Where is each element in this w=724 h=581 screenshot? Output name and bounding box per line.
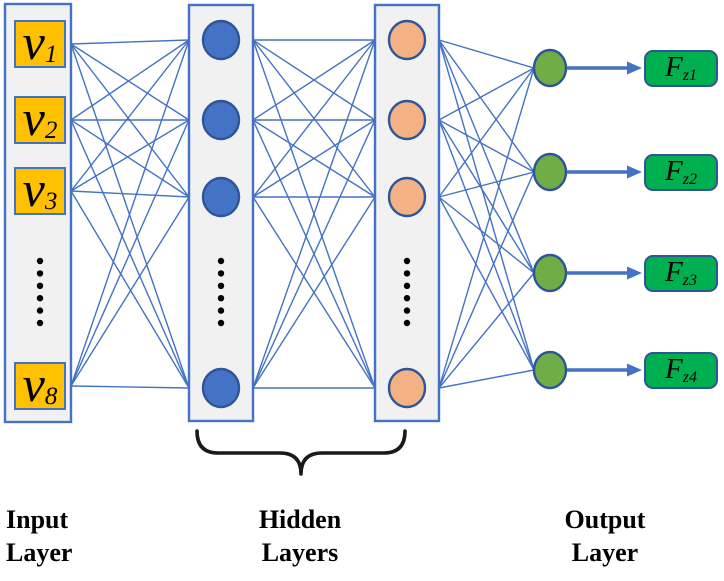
hidden2-node (387, 19, 427, 61)
output-box-subscript: z1 (682, 66, 697, 84)
output-node (532, 253, 568, 293)
input-layer-caption: Input Layer (6, 505, 73, 567)
input-node-label: v (22, 90, 45, 146)
hidden2-node (387, 99, 427, 141)
input-node-subscript: 2 (44, 116, 58, 144)
output-arrow (567, 165, 642, 179)
hidden2-node (387, 367, 427, 409)
output-box-label: F (665, 256, 683, 288)
hidden-layers-caption: Hidden Layers (258, 505, 342, 567)
output-layer-caption: Output Layer (564, 505, 646, 567)
output-box-subscript: z3 (682, 271, 697, 289)
output-box-subscript: z2 (682, 170, 697, 188)
output-node (532, 152, 568, 192)
output-arrow (567, 61, 642, 75)
input-node-subscript: 1 (44, 40, 58, 68)
connections-input-to-hidden1 (70, 39, 190, 389)
vertical-ellipsis-icon (36, 257, 44, 327)
hidden1-node (201, 367, 241, 409)
output-box-subscript: z4 (682, 368, 697, 386)
hidden1-node (201, 19, 241, 61)
hidden2-node (387, 176, 427, 218)
input-node-label: v (22, 161, 45, 217)
output-arrow (567, 363, 642, 377)
output-arrow (567, 266, 642, 280)
connections-hidden1-to-hidden2 (252, 39, 376, 389)
output-node (532, 48, 568, 88)
vertical-ellipsis-icon (403, 257, 411, 327)
input-node-subscript: 3 (44, 187, 58, 215)
input-node-label: v (22, 356, 45, 412)
connections-hidden2-to-output (438, 39, 535, 389)
vertical-ellipsis-icon (217, 257, 225, 327)
hidden1-node (201, 99, 241, 141)
input-node-label: v (22, 14, 45, 70)
hidden-layers-brace (195, 429, 407, 476)
hidden1-node (201, 176, 241, 218)
output-box-label: F (665, 155, 683, 187)
input-node-subscript: 8 (44, 382, 58, 410)
output-box-label: F (665, 353, 683, 385)
output-node (532, 350, 568, 390)
output-box-label: F (665, 51, 683, 83)
